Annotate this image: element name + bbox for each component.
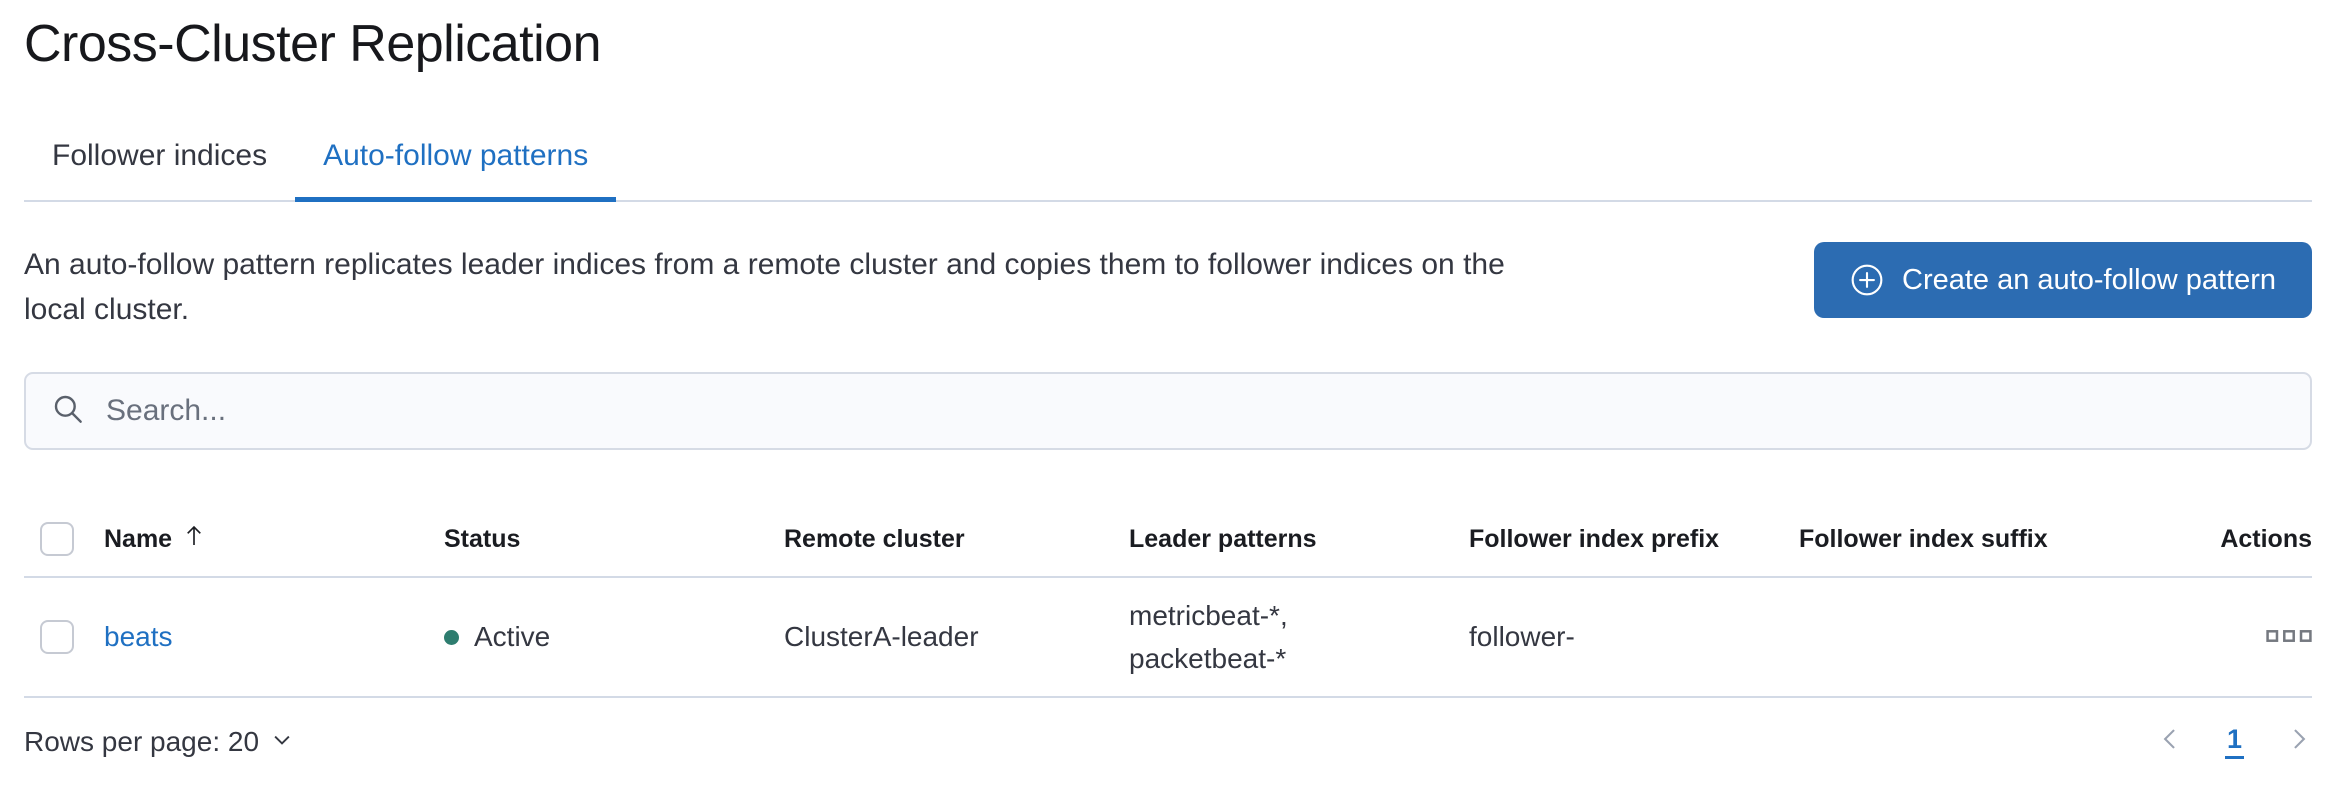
rows-per-page-label: Rows per page: 20 bbox=[24, 725, 260, 757]
page-number-1[interactable]: 1 bbox=[2224, 724, 2244, 759]
column-header-leader-patterns: Leader patterns bbox=[1129, 524, 1317, 553]
leader-patterns-cell: metricbeat-*, packetbeat-* bbox=[1129, 600, 1288, 674]
page-description: An auto-follow pattern replicates leader… bbox=[24, 248, 1505, 326]
boxes-horizontal-icon bbox=[2266, 630, 2312, 649]
table-footer: Rows per page: 20 1 bbox=[24, 724, 2312, 759]
pagination: 1 bbox=[2157, 724, 2312, 759]
status-cell: Active bbox=[444, 621, 784, 653]
sort-ascending-arrow-up-icon bbox=[182, 524, 206, 555]
column-header-remote-cluster: Remote cluster bbox=[784, 524, 965, 553]
search-icon bbox=[52, 393, 106, 430]
chevron-down-icon bbox=[271, 726, 293, 758]
column-header-follower-index-prefix: Follower index prefix bbox=[1469, 524, 1720, 553]
remote-cluster-cell: ClusterA-leader bbox=[784, 621, 979, 652]
table-header-row: Name Status Remote cluster Leader patter… bbox=[24, 496, 2312, 577]
follower-index-prefix-cell: follower- bbox=[1469, 621, 1575, 652]
chevron-left-icon previous-page-button[interactable] bbox=[2157, 726, 2183, 757]
follower-index-suffix-cell bbox=[1799, 577, 2099, 697]
search-bar bbox=[24, 372, 2312, 450]
column-header-follower-index-suffix: Follower index suffix bbox=[1799, 524, 2048, 553]
row-actions-button[interactable] bbox=[2266, 626, 2312, 649]
create-auto-follow-pattern-button[interactable]: Create an auto-follow pattern bbox=[1814, 242, 2312, 318]
intro-section: An auto-follow pattern replicates leader… bbox=[24, 242, 2312, 332]
select-all-checkbox[interactable] bbox=[40, 522, 74, 556]
column-header-name[interactable]: Name bbox=[104, 496, 444, 577]
auto-follow-patterns-table: Name Status Remote cluster Leader patter… bbox=[24, 496, 2312, 698]
chevron-right-icon next-page-button[interactable] bbox=[2286, 726, 2312, 757]
pattern-name-link[interactable]: beats bbox=[104, 621, 173, 652]
page-title: Cross-Cluster Replication bbox=[24, 15, 602, 73]
search-input[interactable] bbox=[106, 374, 2284, 448]
tab-follower-indices[interactable]: Follower indices bbox=[52, 139, 268, 172]
plus-in-circle-icon bbox=[1850, 263, 1884, 297]
column-header-actions: Actions bbox=[2220, 524, 2312, 553]
status-active-dot-icon bbox=[444, 629, 459, 645]
tab-auto-follow-patterns[interactable]: Auto-follow patterns bbox=[295, 138, 617, 202]
rows-per-page-selector[interactable]: Rows per page: 20 bbox=[24, 726, 293, 758]
table-row-beats: beats Active ClusterA-leader metricbeat-… bbox=[24, 577, 2312, 697]
column-header-status: Status bbox=[444, 524, 521, 553]
create-button-label: Create an auto-follow pattern bbox=[1902, 263, 2276, 296]
status-label: Active bbox=[474, 621, 551, 652]
select-row-checkbox[interactable] bbox=[40, 620, 74, 654]
tab-bar: Follower indices Auto-follow patterns bbox=[24, 138, 2312, 202]
